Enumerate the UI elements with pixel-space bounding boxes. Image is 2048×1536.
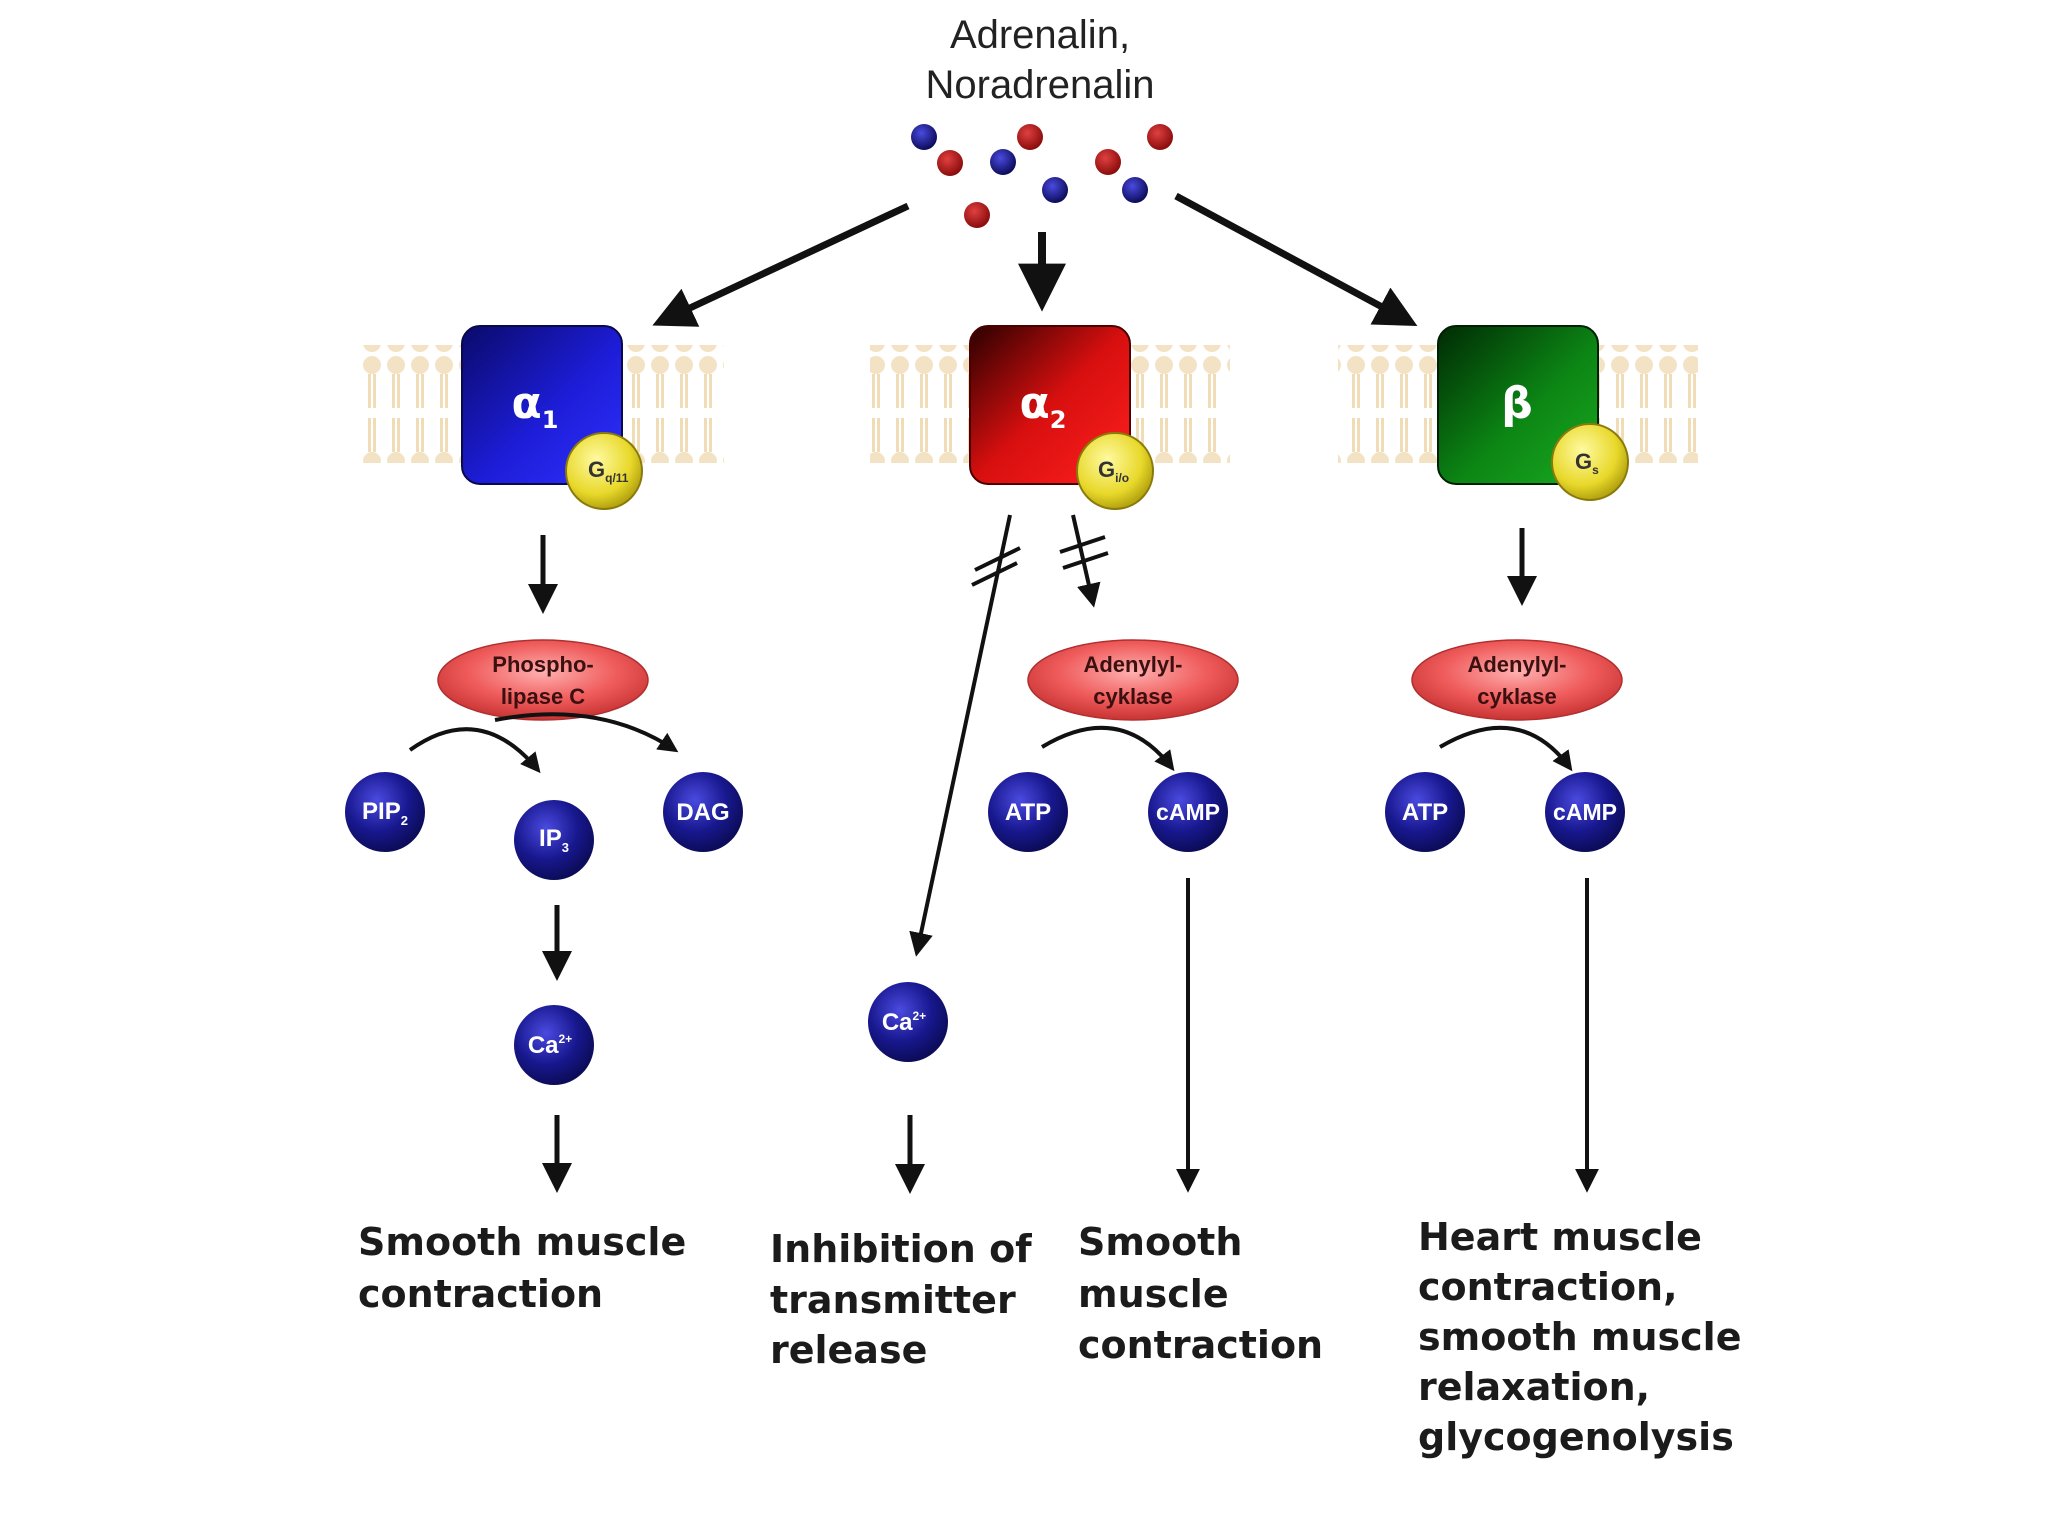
effect-beta-line1: Heart muscle xyxy=(1418,1215,1702,1259)
svg-text:cAMP: cAMP xyxy=(1156,799,1220,825)
effect-alpha2-camp-line3: contraction xyxy=(1078,1323,1323,1367)
molecule-atp-beta: ATP xyxy=(1385,772,1465,852)
ligand-title-line1: Adrenalin, xyxy=(950,13,1130,57)
inhibition-bar xyxy=(974,546,1021,572)
effect-alpha1-line1: Smooth muscle xyxy=(358,1220,686,1264)
svg-text:IP3: IP3 xyxy=(539,825,569,855)
effect-alpha2-ca-line1: Inhibition of xyxy=(770,1227,1032,1271)
molecule-ca-alpha2: Ca2+ xyxy=(868,982,948,1062)
svg-text:PIP2: PIP2 xyxy=(362,798,408,828)
effect-beta-line3: smooth muscle xyxy=(1418,1315,1741,1359)
svg-text:ATP: ATP xyxy=(1402,799,1448,826)
receptor-beta: β Gs xyxy=(1437,325,1629,501)
effect-alpha2-camp-line1: Smooth xyxy=(1078,1220,1242,1264)
gprotein-s-label: Gs xyxy=(1575,449,1599,477)
ligand-dot xyxy=(1147,124,1173,150)
ligand-dot xyxy=(964,202,990,228)
effect-alpha2-ca-line3: release xyxy=(770,1328,927,1372)
enzyme-plc-line1: Phospho- xyxy=(492,652,593,677)
inhibition-bar xyxy=(971,561,1018,587)
arrow-to-alpha1 xyxy=(652,202,910,327)
receptor-alpha2: α2 Gi/o xyxy=(969,325,1154,510)
effect-beta-line4: relaxation, xyxy=(1418,1365,1650,1409)
svg-text:ATP: ATP xyxy=(1005,799,1051,826)
molecule-ip3: IP3 xyxy=(514,800,594,880)
gprotein-io xyxy=(1076,432,1154,510)
gprotein-io-label: Gi/o xyxy=(1098,457,1129,485)
gprotein-s xyxy=(1551,423,1629,501)
enzyme-adenylylcyklase-beta xyxy=(1411,639,1623,721)
svg-text:DAG: DAG xyxy=(676,799,729,826)
molecule-camp-beta: cAMP xyxy=(1545,772,1625,852)
ligand-dot xyxy=(1042,177,1068,203)
effect-beta-line2: contraction, xyxy=(1418,1265,1678,1309)
svg-text:Ca2+: Ca2+ xyxy=(882,1009,926,1036)
enzyme-ac-beta-line2: cyklase xyxy=(1477,684,1557,709)
inhibition-bar xyxy=(1059,535,1106,554)
enzyme-adenylylcyklase-alpha2 xyxy=(1027,639,1239,721)
effect-alpha1-line2: contraction xyxy=(358,1272,603,1316)
ligand-dot xyxy=(937,150,963,176)
arrow-atp-to-camp-beta xyxy=(1438,725,1573,772)
molecule-camp-alpha2: cAMP xyxy=(1148,772,1228,852)
arrow-to-dag xyxy=(494,712,679,753)
molecule-ca-alpha1: Ca2+ xyxy=(514,1005,594,1085)
arrow-alpha2-to-ca xyxy=(909,514,1012,957)
effect-alpha2-ca-line2: transmitter xyxy=(770,1278,1016,1322)
molecule-atp-alpha2: ATP xyxy=(988,772,1068,852)
arrow-alpha2-to-ac xyxy=(1071,514,1101,608)
ligand-dot xyxy=(911,124,937,150)
ligand-title-line2: Noradrenalin xyxy=(925,63,1154,107)
effect-alpha2-camp-line2: muscle xyxy=(1078,1272,1229,1316)
receptor-beta-label: β xyxy=(1501,378,1533,429)
inhibition-bar xyxy=(1062,551,1109,570)
enzyme-ac-alpha2-line1: Adenylyl- xyxy=(1083,652,1182,677)
effect-beta-line5: glycogenolysis xyxy=(1418,1415,1734,1459)
enzyme-ac-beta-line1: Adenylyl- xyxy=(1467,652,1566,677)
molecule-pip2: PIP2 xyxy=(345,772,425,852)
receptor-alpha1-label: α1 xyxy=(512,378,559,434)
receptor-alpha2-label: α2 xyxy=(1020,378,1067,434)
receptor-alpha1: α1 Gq/11 xyxy=(461,325,643,510)
gprotein-q11 xyxy=(565,432,643,510)
enzyme-phospholipase-c xyxy=(437,639,649,721)
arrow-atp-to-camp-alpha2 xyxy=(1040,725,1175,772)
ligand-dot xyxy=(990,149,1016,175)
arrow-pip2-to-ip3 xyxy=(408,727,541,774)
ligand-dot xyxy=(1095,149,1121,175)
svg-text:cAMP: cAMP xyxy=(1553,799,1617,825)
ligand-dot xyxy=(1017,124,1043,150)
arrow-to-beta xyxy=(1174,192,1418,326)
enzyme-ac-alpha2-line2: cyklase xyxy=(1093,684,1173,709)
ligand-molecules xyxy=(911,124,1173,228)
gprotein-q11-label: Gq/11 xyxy=(588,457,629,485)
enzyme-plc-line2: lipase C xyxy=(501,684,585,709)
ligand-dot xyxy=(1122,177,1148,203)
molecule-dag: DAG xyxy=(663,772,743,852)
svg-text:Ca2+: Ca2+ xyxy=(528,1032,572,1059)
